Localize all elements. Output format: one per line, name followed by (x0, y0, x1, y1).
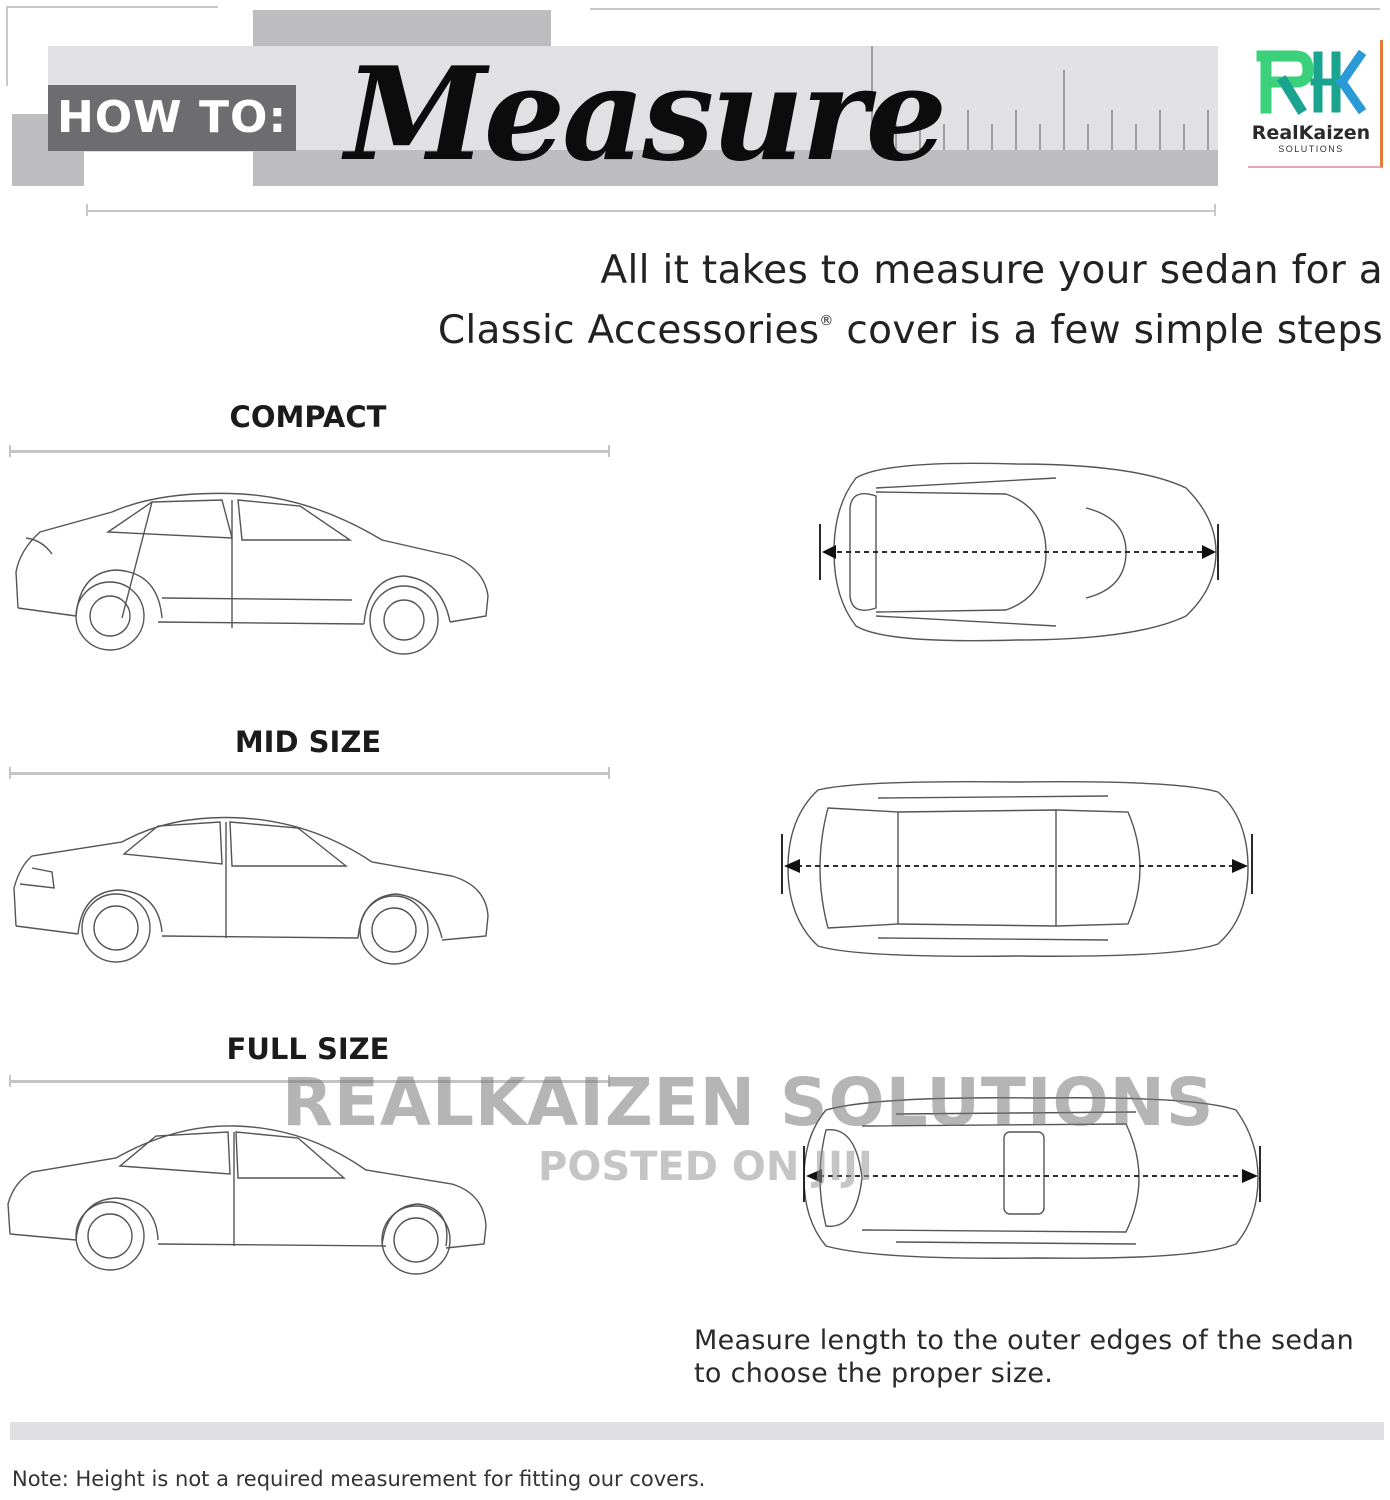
header-frame-line-top-right (590, 8, 1380, 10)
section-rule-tick (608, 1075, 610, 1087)
footer-note: Note: Height is not a required measureme… (12, 1467, 706, 1491)
logo-mark-icon (1256, 49, 1367, 115)
section-rule-full-size (10, 1080, 610, 1083)
watermark-line-1: REALKAIZEN SOLUTIONS (282, 1064, 1215, 1141)
header-frame-line-left (6, 6, 8, 86)
howto-label: HOW TO: (48, 85, 296, 151)
section-rule-tick (9, 767, 11, 779)
watermark-line-2: POSTED ON JIJI (538, 1144, 873, 1190)
page-title: Measure (345, 40, 947, 190)
compact-car-side-icon (15, 492, 489, 655)
intro-brand: Classic Accessories (437, 308, 820, 353)
intro-line-2-rest: cover is a few simple steps (833, 308, 1383, 353)
section-rule-tick (608, 445, 610, 457)
arrow-right-icon (1242, 1169, 1258, 1183)
arrow-left-icon (784, 859, 800, 873)
compact-car-top-icon (819, 462, 1219, 642)
arrow-right-icon (1202, 545, 1216, 559)
header-underline-tick-left (86, 204, 88, 216)
section-rule-mid-size (10, 772, 610, 775)
section-label-compact: COMPACT (229, 400, 387, 434)
header-underline (86, 210, 1216, 212)
registered-mark: ® (819, 313, 834, 329)
full-size-car-top-icon (803, 1097, 1261, 1259)
intro-line-2: Classic Accessories® cover is a few simp… (438, 296, 1383, 356)
header-band-bottom (253, 150, 1218, 186)
section-rule-tick (9, 445, 11, 457)
arrow-right-icon (1232, 859, 1248, 873)
arrow-left-icon (806, 1169, 822, 1183)
section-label-mid-size: MID SIZE (234, 725, 382, 759)
brand-logo: RealKaizen SOLUTIONS (1248, 40, 1383, 168)
section-rule-compact (10, 450, 610, 453)
ruler-ticks (871, 46, 1209, 150)
footer-bar (10, 1422, 1384, 1440)
full-size-car-side-icon (7, 1125, 487, 1275)
intro-text: All it takes to measure your sedan for a… (438, 246, 1383, 356)
header-band-top (253, 10, 551, 46)
section-rule-tick (608, 767, 610, 779)
logo-name: RealKaizen (1251, 122, 1371, 144)
mid-size-car-top-icon (781, 780, 1253, 957)
measure-caption: Measure length to the outer edges of the… (694, 1325, 1354, 1389)
header-underline-tick-right (1214, 204, 1216, 216)
intro-line-1: All it takes to measure your sedan for a (600, 248, 1383, 293)
header-frame-line-top-left (6, 6, 218, 8)
arrow-left-icon (822, 545, 836, 559)
logo-subtitle: SOLUTIONS (1278, 144, 1344, 154)
section-label-full-size: FULL SIZE (226, 1032, 390, 1066)
mid-size-car-side-icon (13, 816, 489, 965)
section-rule-tick (9, 1075, 11, 1087)
